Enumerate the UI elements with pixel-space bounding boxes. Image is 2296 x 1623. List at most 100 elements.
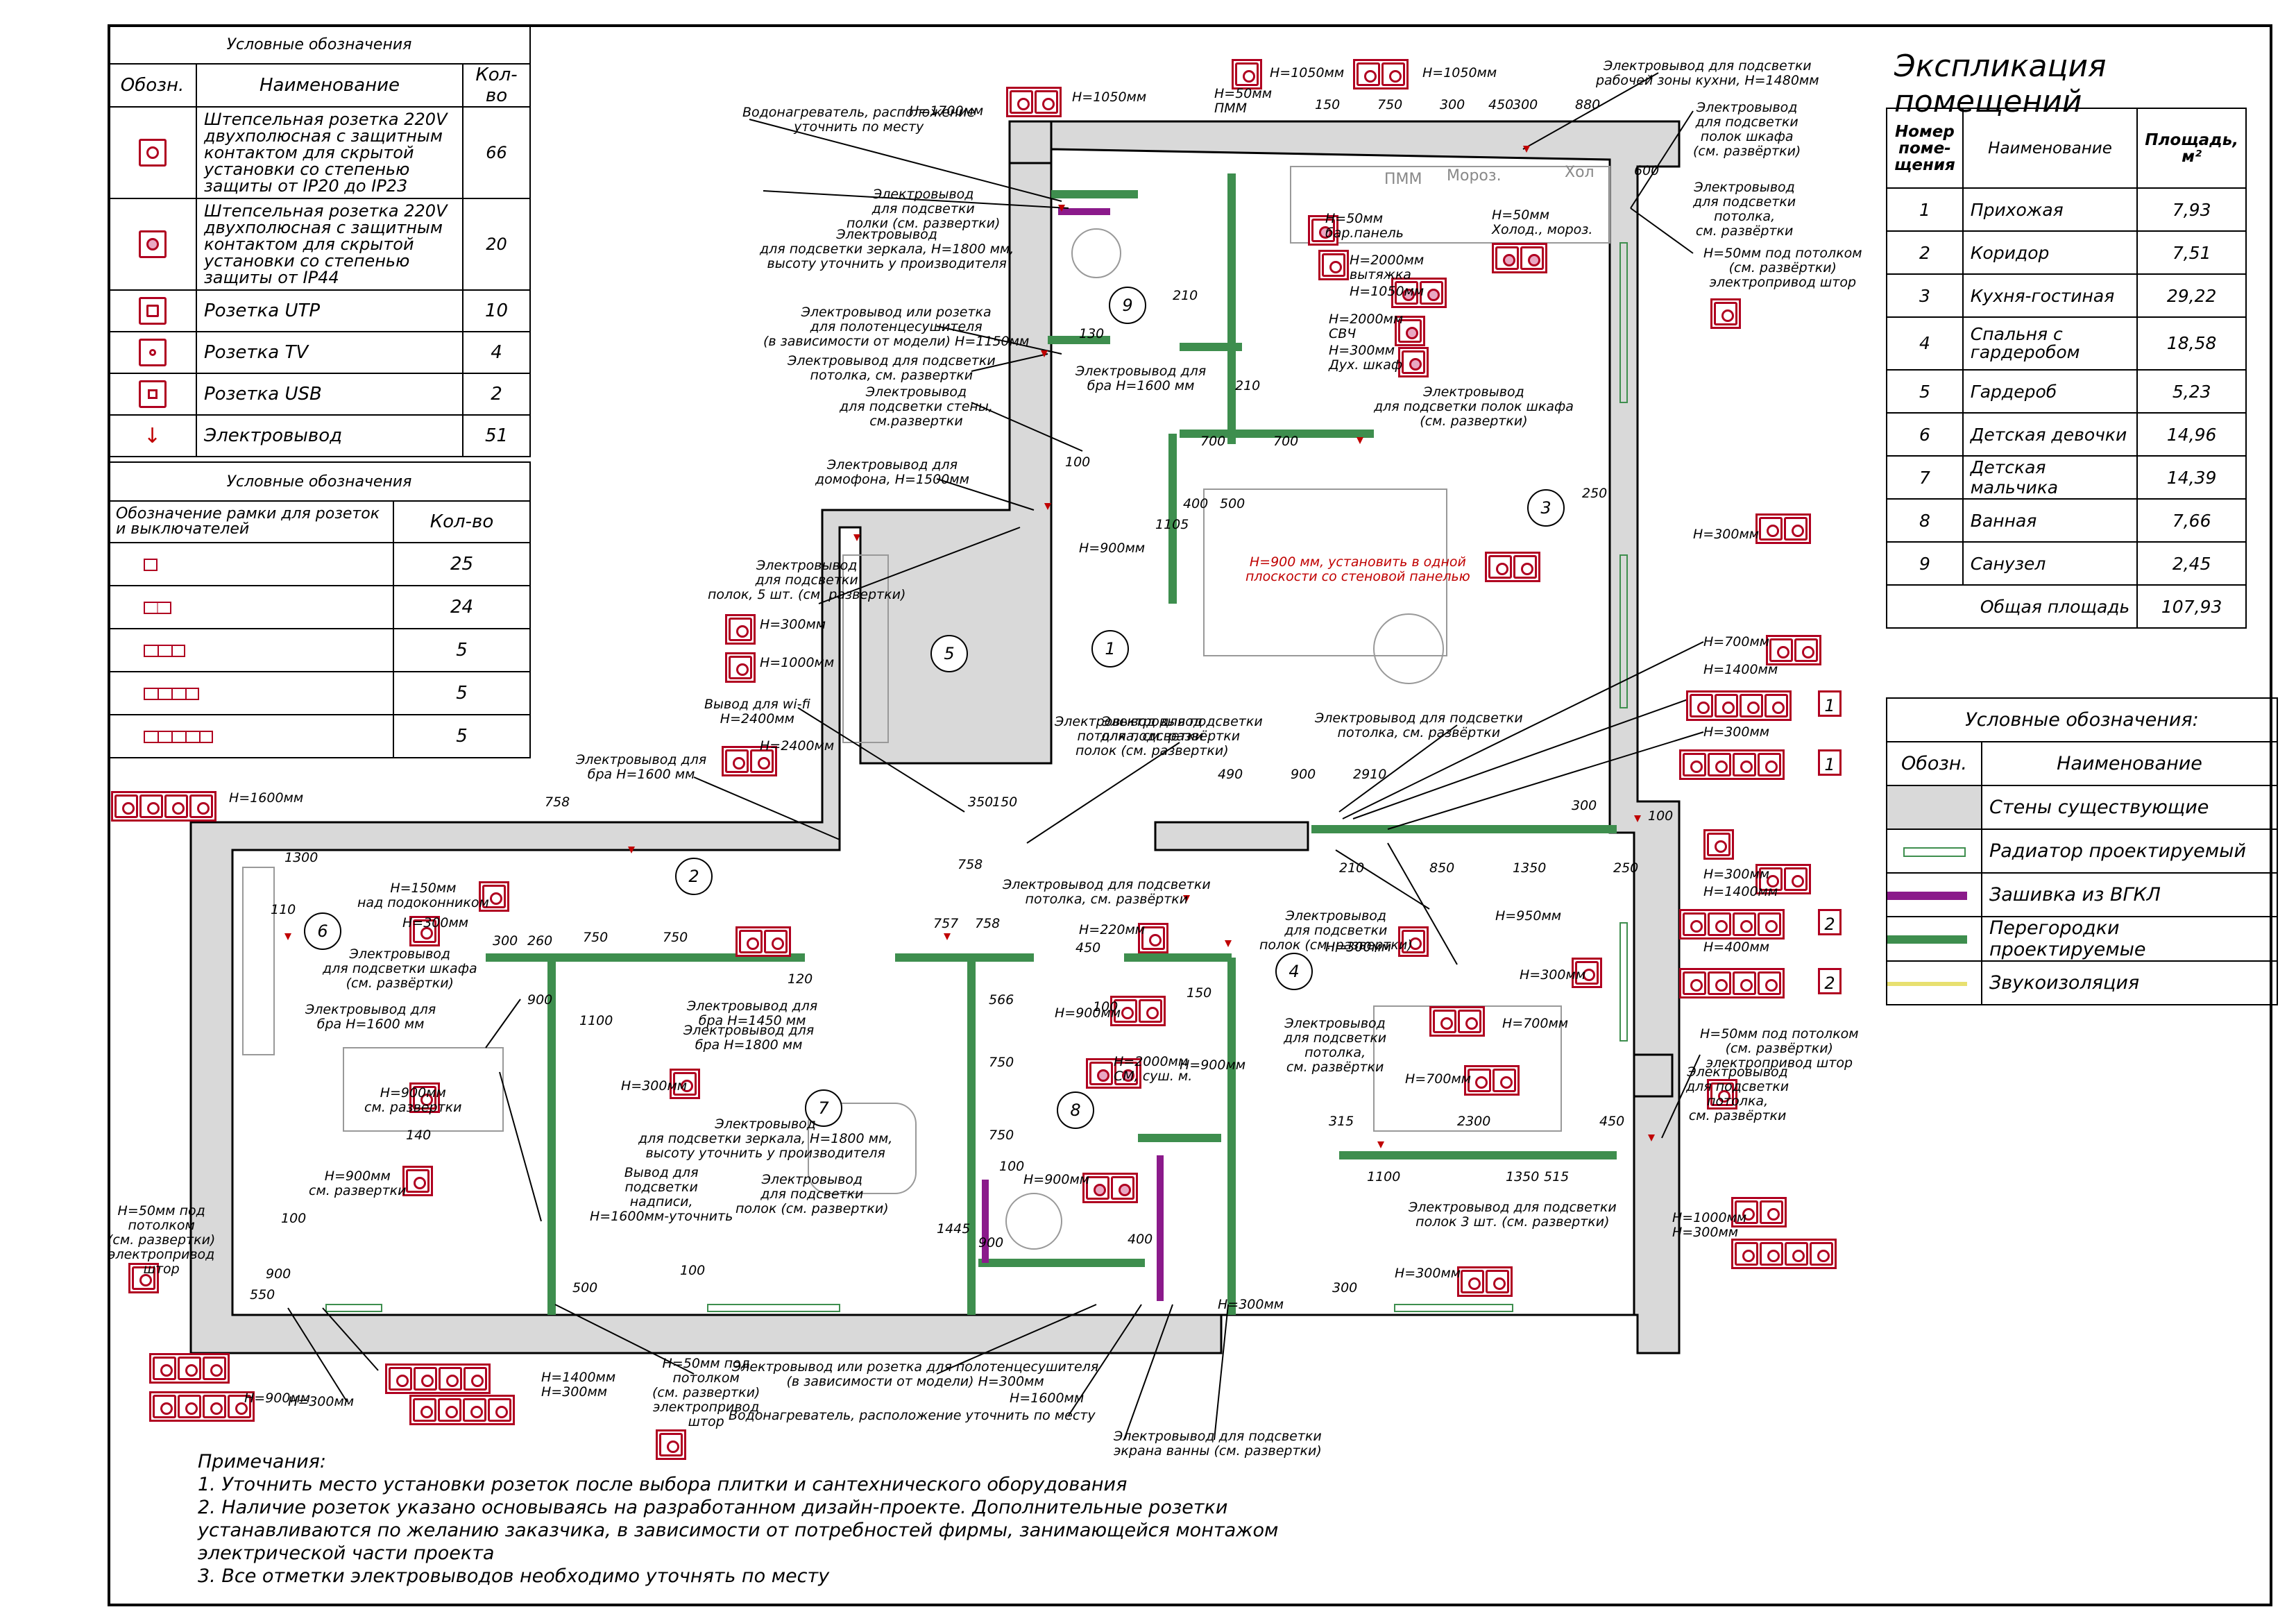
socket-ip20-icon (1708, 912, 1731, 936)
dimension-value: 1105 (1155, 517, 1189, 532)
socket-ip20-icon (1683, 753, 1706, 776)
room-number: 2 (688, 867, 699, 886)
socket-group-icon (725, 614, 756, 645)
height-mark: H=900мм (1055, 1005, 1121, 1021)
room-number: 3 (1540, 498, 1551, 518)
room-number-circles (304, 287, 1565, 1129)
socket-ip20-icon (1784, 867, 1808, 891)
room-number: 4 (1289, 962, 1299, 981)
socket-ip20-icon (1010, 90, 1033, 114)
room-area: 2,45 (2136, 541, 2247, 586)
height-mark: H=300мм (288, 1394, 355, 1409)
legend-frames-qty: 24 (393, 585, 531, 629)
socket-ip44-icon (1495, 246, 1519, 270)
plan-label: Водонагреватель, расположение уточнить п… (729, 1408, 1096, 1423)
legend-row-qty: 20 (462, 198, 531, 291)
legend-frames-qty: 25 (393, 542, 531, 586)
dimension-value: 300 (1572, 798, 1597, 813)
socket-ip20-icon (673, 1072, 697, 1096)
socket-ip20-icon (1740, 694, 1763, 717)
dimension-value: 515 (1544, 1169, 1570, 1184)
height-mark: H=1050мм (1072, 90, 1147, 105)
appliance-label: Хол (1565, 164, 1595, 181)
dimension-value: 150 (1315, 97, 1341, 112)
socket-ip20-icon (413, 1086, 436, 1110)
height-mark: H=900мм (244, 1391, 311, 1406)
plan-label: H=50мм под потолком(см. развёртки)электр… (1703, 246, 1862, 290)
legend-row-name: Розетка USB (196, 373, 464, 416)
legend-row-name: Штепсельная розетка 220V двухполюсная с … (196, 198, 464, 291)
socket-ip20-icon (1769, 638, 1793, 662)
partition-swatch (1887, 935, 1967, 944)
socket-ip20-icon (1235, 62, 1259, 86)
dimension-value: 350 (968, 794, 994, 810)
socket-ip20-icon (132, 1266, 155, 1290)
socket-ip20-icon (1733, 971, 1756, 995)
dimension-value: 100 (999, 1159, 1025, 1174)
socket-ip20-icon (1468, 1069, 1491, 1092)
total-area-value: 107,93 (2136, 584, 2247, 629)
height-mark: H=300мм (1218, 1297, 1284, 1312)
socket-ip20-icon (1708, 971, 1731, 995)
socket-group-icon (1679, 749, 1785, 780)
socket-ip20-icon (1357, 62, 1380, 86)
height-mark: H=1000мм (760, 655, 835, 670)
legend-walls-col-symbol: Обозн. (1886, 741, 1982, 786)
socket-group-icon (1457, 1266, 1513, 1297)
room-area: 7,51 (2136, 230, 2247, 275)
socket-ip20-icon (413, 919, 436, 943)
legend-walls-name: Перегородки проектируемые (1981, 916, 2278, 962)
height-mark: H=900мм (1180, 1057, 1246, 1073)
room-name: Ванная (1962, 498, 2138, 543)
notes-line: устанавливаются по желанию заказчика, в … (198, 1520, 1279, 1541)
dimension-value: 210 (1339, 860, 1365, 876)
plan-label: H=50мм под потолком(см. развёртки)электр… (1700, 1026, 1859, 1071)
dimension-value: 2910 (1353, 767, 1387, 782)
dimension-value: 2300 (1457, 1114, 1491, 1129)
legend-frames-table: Условные обозначения Обозначение рамки д… (108, 461, 531, 758)
socket-group-icon (1731, 1197, 1787, 1227)
height-mark: H=300мм (1395, 1266, 1461, 1281)
usb-socket-icon (138, 380, 167, 408)
dimension-value: 1100 (1367, 1169, 1401, 1184)
socket-group-icon (1679, 909, 1785, 940)
frame-3-post-icon (144, 644, 185, 657)
socket-ip44-icon (1311, 219, 1335, 242)
legend-row-qty: 4 (462, 331, 531, 374)
socket-ip20-icon (1758, 753, 1781, 776)
dimension-value: 880 (1575, 97, 1601, 112)
socket-ip44-icon (138, 230, 167, 258)
dimension-value: 140 (406, 1128, 432, 1143)
legend-frames-col-name: Обозначение рамки для розеток и выключат… (108, 500, 394, 543)
socket-group-icon (1679, 968, 1785, 999)
socket-group-icon (1755, 513, 1811, 544)
room-num: 9 (1886, 541, 1964, 586)
legend-frames-col-qty: Кол-во (393, 500, 531, 543)
dimension-value: 750 (989, 1128, 1014, 1143)
total-area-label: Общая площадь (1885, 584, 2138, 629)
legend-row-name: Электровывод (196, 414, 464, 457)
socket-group-icon (409, 1395, 515, 1425)
height-mark: H=900мм (1079, 541, 1146, 556)
dimension-value: 300 (493, 933, 518, 949)
height-mark: H=1400мм (1703, 884, 1778, 899)
socket-group-icon (1464, 1065, 1520, 1096)
dimension-value: 1350 (1506, 1169, 1540, 1184)
room-num: 2 (1886, 230, 1964, 275)
socket-group-icon (735, 926, 791, 957)
room-area: 18,58 (2136, 316, 2247, 371)
height-mark: H=1050мм (1270, 65, 1345, 80)
socket-group-icon (1398, 347, 1429, 377)
frame-count-badge: 1 (1818, 749, 1842, 776)
notes: Примечания: 1. Уточнить место установки … (198, 1450, 1278, 1588)
